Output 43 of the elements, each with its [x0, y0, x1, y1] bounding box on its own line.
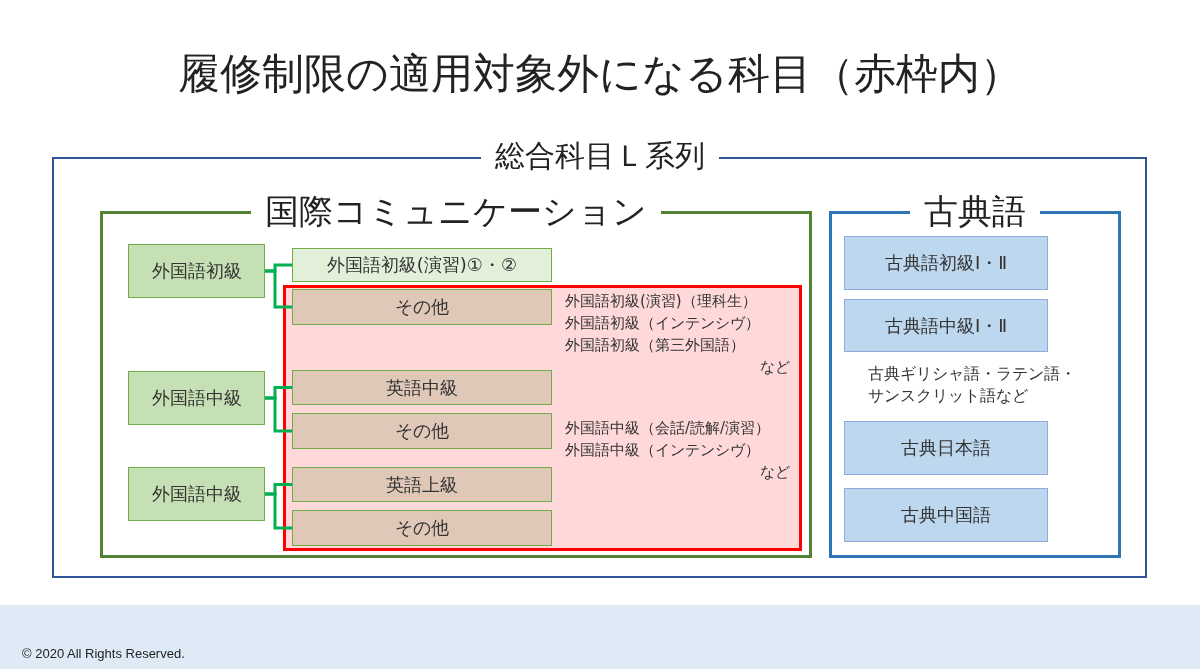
connector-line — [265, 396, 292, 433]
group-heading: 古典語 — [910, 193, 1040, 228]
highlight-frame — [283, 285, 802, 551]
note-text: 外国語中級（インテンシヴ） — [565, 440, 760, 461]
course-name: 古典中国語 — [901, 503, 991, 527]
connector-line — [265, 269, 292, 309]
note-text: 外国語初級（インテンシヴ） — [565, 313, 760, 334]
course-name: 古典語中級Ⅰ・Ⅱ — [884, 313, 1008, 338]
group-heading: 国際コミュニケーション — [251, 193, 661, 228]
note-text: 古典ギリシャ語・ラテン語・サンスクリット語など — [868, 363, 1077, 407]
course-name: 古典日本語 — [901, 436, 991, 460]
level-box — [128, 371, 265, 425]
course-box — [844, 488, 1048, 542]
note-text: 外国語中級（会話/読解/演習） — [565, 418, 771, 439]
group-heading: 総合科目Ｌ系列 — [480, 141, 719, 171]
course-name: 英語中級 — [386, 375, 458, 400]
course-name: 外国語初級(演習)①・② — [326, 253, 518, 277]
note-text: など — [760, 462, 790, 483]
note-text: 外国語初級（第三外国語） — [565, 335, 745, 356]
course-box — [292, 370, 552, 405]
course-name: 英語上級 — [386, 472, 458, 497]
course-name: 外国語初級 — [151, 259, 242, 283]
course-box — [292, 289, 552, 325]
connector-line — [265, 492, 292, 530]
level-box — [128, 244, 265, 298]
course-name: その他 — [395, 419, 449, 443]
copyright-text: © 2020 All Rights Reserved. — [22, 645, 185, 663]
course-box — [292, 510, 552, 546]
course-name: 古典語初級Ⅰ・Ⅱ — [884, 251, 1008, 275]
course-box — [844, 299, 1048, 352]
course-name: 外国語中級 — [151, 386, 242, 410]
note-text: など — [760, 357, 790, 378]
title: 履修制限の適用対象外になる科目（赤枠内） — [177, 48, 1023, 100]
course-name: 外国語中級 — [151, 482, 242, 506]
course-name: その他 — [395, 295, 449, 319]
note-text: 外国語初級(演習)（理科生） — [565, 291, 757, 312]
course-name: その他 — [395, 516, 449, 540]
course-box — [292, 413, 552, 449]
course-box — [292, 248, 552, 282]
course-box — [844, 236, 1048, 290]
level-box — [128, 467, 265, 521]
course-box — [292, 467, 552, 502]
course-box — [844, 421, 1048, 475]
